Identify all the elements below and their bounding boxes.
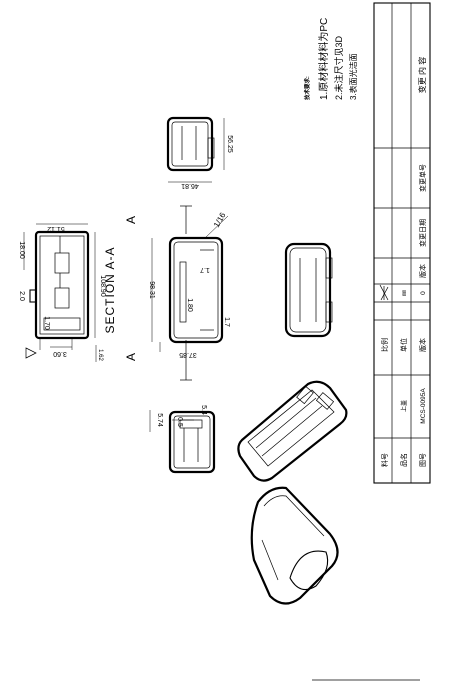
side-view-outline (284, 242, 332, 338)
main-view-outline (168, 236, 224, 344)
end-view-bottom: 5.74 0.5 5.4 (149, 405, 216, 474)
label-unit: 单位 (399, 338, 408, 352)
dim-5-4: 5.4 (200, 405, 207, 415)
tech-note-2: 2.未注尺寸见3D (333, 35, 344, 100)
tech-notes-heading: 技术要求: (303, 76, 311, 100)
side-view (284, 242, 333, 338)
tech-notes: 技术要求: 1.原材料材料为PC 2.未注尺寸见3D 3.表面光洁面 (303, 18, 358, 100)
dim-51-12: 51.12 (47, 225, 65, 232)
dim-2-0: 2.0 (18, 291, 25, 301)
label-change-content: 变更 内 容 (417, 57, 427, 93)
dim-108-90: 108.90 (99, 275, 106, 297)
label-scale: 比例 (380, 338, 389, 352)
isometric-view-2 (250, 486, 339, 605)
iso-2-recess (289, 550, 329, 591)
dim-1-70: 1.70 (43, 316, 50, 330)
dim-r-1-16: 1/16 (212, 211, 228, 229)
value-version: 0 (420, 291, 427, 295)
label-version: 版本 (418, 338, 427, 352)
section-outline (34, 230, 90, 340)
label-drawing-no: 图号 (419, 453, 427, 467)
dim-46-81: 46.81 (181, 182, 199, 189)
end-view-top-outline (166, 116, 214, 172)
end-view-top: 46.81 56.25 (166, 116, 233, 189)
iso-1-outline (237, 380, 348, 482)
dim-3-60: 3.60 (53, 350, 67, 357)
label-material: 料号 (380, 453, 389, 467)
main-view: 98.31 37.85 1.80 1.7 1.7 1/16 (148, 211, 230, 358)
title-block: 变更 内 容 变更单号 变更日期 版本 比例 单位 版本 料号 品名 图号 上盖… (373, 2, 431, 484)
section-triangle-marker (25, 347, 37, 359)
end-view-bottom-outline (168, 410, 216, 474)
section-cut-markers: A A (124, 205, 192, 381)
label-version-2: 版本 (418, 264, 427, 278)
dim-1-7b: 1.7 (223, 317, 230, 327)
section-marker-left: A (124, 353, 138, 361)
label-part-name: 品名 (399, 453, 408, 467)
tech-note-1: 1.原材料材料为PC (317, 18, 330, 100)
dim-1-62: 1.62 (97, 349, 103, 361)
label-change-date: 变更日期 (418, 219, 427, 247)
iso-2-outline (250, 486, 339, 605)
label-change-no: 变更单号 (418, 164, 427, 192)
dim-37-85: 37.85 (179, 351, 197, 358)
isometric-view-1 (237, 380, 348, 482)
dim-98-31: 98.31 (148, 281, 155, 299)
dim-5-74: 5.74 (156, 413, 163, 427)
dim-1-80: 1.80 (186, 298, 193, 312)
dim-56-25: 56.25 (226, 135, 233, 153)
dim-0-5: 0.5 (176, 417, 183, 427)
section-marker-right: A (124, 216, 138, 224)
value-unit: ㎜ (402, 290, 408, 296)
dim-1-7a: 1.7 (200, 266, 210, 273)
section-a-a-view: 51.12 108.90 18.00 2.0 1.70 3.60 1.62 SE… (18, 223, 117, 362)
tech-note-3: 3.表面光洁面 (348, 53, 358, 100)
value-drawing-no: MCS-0095A (420, 388, 427, 424)
title-block-frame (373, 2, 431, 484)
scale-symbol (379, 284, 389, 301)
section-label: SECTION A-A (103, 246, 117, 333)
value-part-name: 上盖 (400, 400, 408, 412)
dim-18-00: 18.00 (18, 241, 25, 259)
